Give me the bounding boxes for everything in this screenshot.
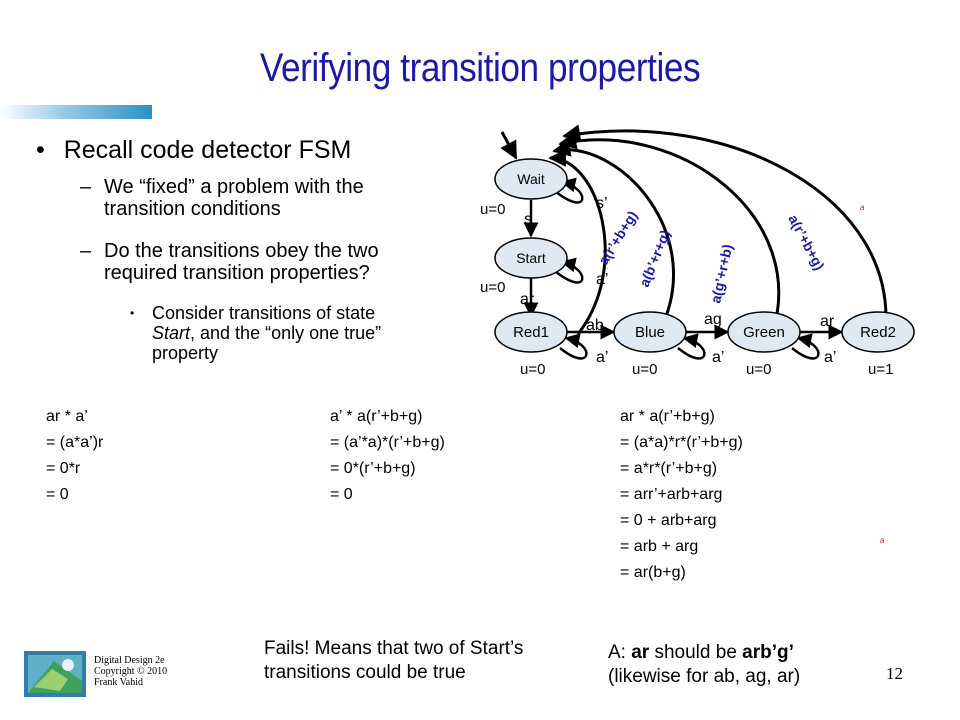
edge-label: s: [524, 211, 532, 228]
arc-blue-back: [558, 131, 781, 335]
arc-start-back: [548, 149, 607, 335]
loop-start: [555, 257, 584, 284]
initial-arrow: [500, 131, 518, 160]
loop-green: [791, 333, 820, 360]
equation-column-3: ar * a(r’+b+g) = (a*a)*r*(r’+b+g) = a*r*…: [620, 404, 743, 586]
edge-label: ar: [820, 313, 835, 330]
equation-line: = 0: [330, 486, 353, 503]
bullet-level3: • Consider transitions of state Start, a…: [130, 303, 381, 363]
edge-label: ag: [704, 311, 722, 328]
bullet-text-line: Do the transitions obey the two: [104, 240, 379, 262]
loop-blue: [677, 333, 706, 360]
edge-label: ar: [520, 291, 535, 308]
bullet-text-line: We “fixed” a problem with the: [104, 176, 364, 198]
fsm-diagram: Wait Start Red1 Blue Green Red2 u=0 u=0 …: [480, 124, 915, 378]
bullet-dot: •: [36, 136, 45, 164]
edge-label: a’: [596, 271, 608, 288]
state-label: Red1: [513, 324, 549, 341]
bullet-text-line: Consider transitions of state: [152, 303, 376, 323]
title-accent-bar: [0, 105, 152, 119]
state-start: [494, 237, 568, 279]
footer-line: Frank Vahid: [94, 677, 143, 688]
state-label: Start: [516, 250, 546, 266]
equation-line: a’ * a(r’+b+g): [330, 408, 423, 425]
equation-line: = ar(b+g): [620, 564, 686, 581]
equation-line: = 0 + arb+arg: [620, 512, 717, 529]
book-logo-icon: [24, 651, 86, 697]
equation-column-1: ar * a’ = (a*a’)r = 0*r = 0: [46, 404, 103, 508]
equation-line: = a*r*(r’+b+g): [620, 460, 718, 477]
equation-line: = 0: [46, 486, 69, 503]
state-green: [727, 311, 801, 353]
bullet-level2-a: – We “fixed” a problem with the transiti…: [80, 176, 364, 220]
bullet-level1: • Recall code detector FSM: [36, 136, 351, 165]
red-mark: a: [860, 203, 865, 212]
output-label: u=0: [746, 361, 771, 378]
state-blue: [613, 311, 687, 353]
edge-label: a’: [712, 349, 724, 366]
slide-title: Verifying transition properties: [259, 46, 701, 90]
note-line: (likewise for ab, ag, ar): [608, 666, 801, 687]
output-label: u=1: [868, 361, 893, 378]
equation-line: ar * a’: [46, 408, 88, 425]
output-label: u=0: [632, 361, 657, 378]
bullet-text-line: , and the “only one true”: [190, 323, 382, 343]
footer-line: Digital Design 2e: [94, 655, 165, 666]
note-bold: ar: [631, 642, 650, 663]
footer-copyright: Digital Design 2e Copyright © 2010 Frank…: [94, 655, 167, 688]
state-red2: [841, 311, 915, 353]
note-line: transitions could be true: [264, 662, 466, 683]
page-number: 12: [886, 664, 903, 683]
edge-label: s’: [596, 195, 608, 212]
note-text: A:: [608, 642, 632, 663]
equation-line: = (a*a)*r*(r’+b+g): [620, 434, 743, 451]
bullet-text-line: required transition properties?: [104, 262, 370, 284]
note-bold: arb’g’: [742, 642, 794, 663]
loop-red1: [559, 333, 588, 360]
equation-line: = arb + arg: [620, 538, 699, 555]
state-red1: [494, 311, 568, 353]
state-name-italic: Start: [152, 323, 191, 343]
bullet-dash: –: [80, 176, 92, 198]
answer-note: A: ar should be arb’g’ (likewise for ab,…: [608, 641, 800, 689]
loop-wait: [555, 177, 584, 204]
state-label: Blue: [635, 324, 665, 341]
arc-red1-back: [552, 139, 675, 335]
state-label: Wait: [517, 171, 545, 187]
equation-line: = 0*(r’+b+g): [330, 460, 416, 477]
equation-column-2: a’ * a(r’+b+g) = (a’*a)*(r’+b+g) = 0*(r’…: [330, 404, 445, 508]
note-text: should be: [649, 642, 743, 663]
back-arc-label: a(g’+r+b): [707, 243, 735, 305]
back-arc-label: a(r’+b+g): [785, 212, 828, 273]
state-label: Red2: [860, 324, 896, 341]
bullet-text-line: transition conditions: [104, 198, 281, 220]
equation-line: = arr’+arb+arg: [620, 486, 723, 503]
edge-label: a’: [596, 349, 608, 366]
bullet-level2-b: – Do the transitions obey the two requir…: [80, 240, 379, 284]
bullet-dot: •: [130, 306, 135, 320]
arc-green-back: [562, 124, 888, 335]
red-mark: a: [880, 536, 885, 545]
equation-line: = (a’*a)*(r’+b+g): [330, 434, 445, 451]
output-label: u=0: [480, 279, 505, 296]
back-arc-label: a(b’+r+g): [636, 228, 673, 290]
bullet-dash: –: [80, 240, 92, 262]
state-label: Green: [743, 324, 785, 341]
edge-label: ab: [586, 317, 604, 334]
equation-line: ar * a(r’+b+g): [620, 408, 715, 425]
footer-line: Copyright © 2010: [94, 666, 168, 677]
equation-line: = (a*a’)r: [46, 434, 104, 451]
note-line: Fails! Means that two of Start’s: [264, 638, 524, 659]
bullet-text: Recall code detector FSM: [63, 136, 352, 164]
equation-line: = 0*r: [46, 460, 81, 477]
edge-label: a’: [824, 349, 836, 366]
output-label: u=0: [520, 361, 545, 378]
bullet-text-line: property: [152, 343, 219, 363]
output-label: u=0: [480, 201, 505, 218]
state-wait: [494, 158, 568, 200]
fails-note: Fails! Means that two of Start’s transit…: [264, 637, 523, 685]
